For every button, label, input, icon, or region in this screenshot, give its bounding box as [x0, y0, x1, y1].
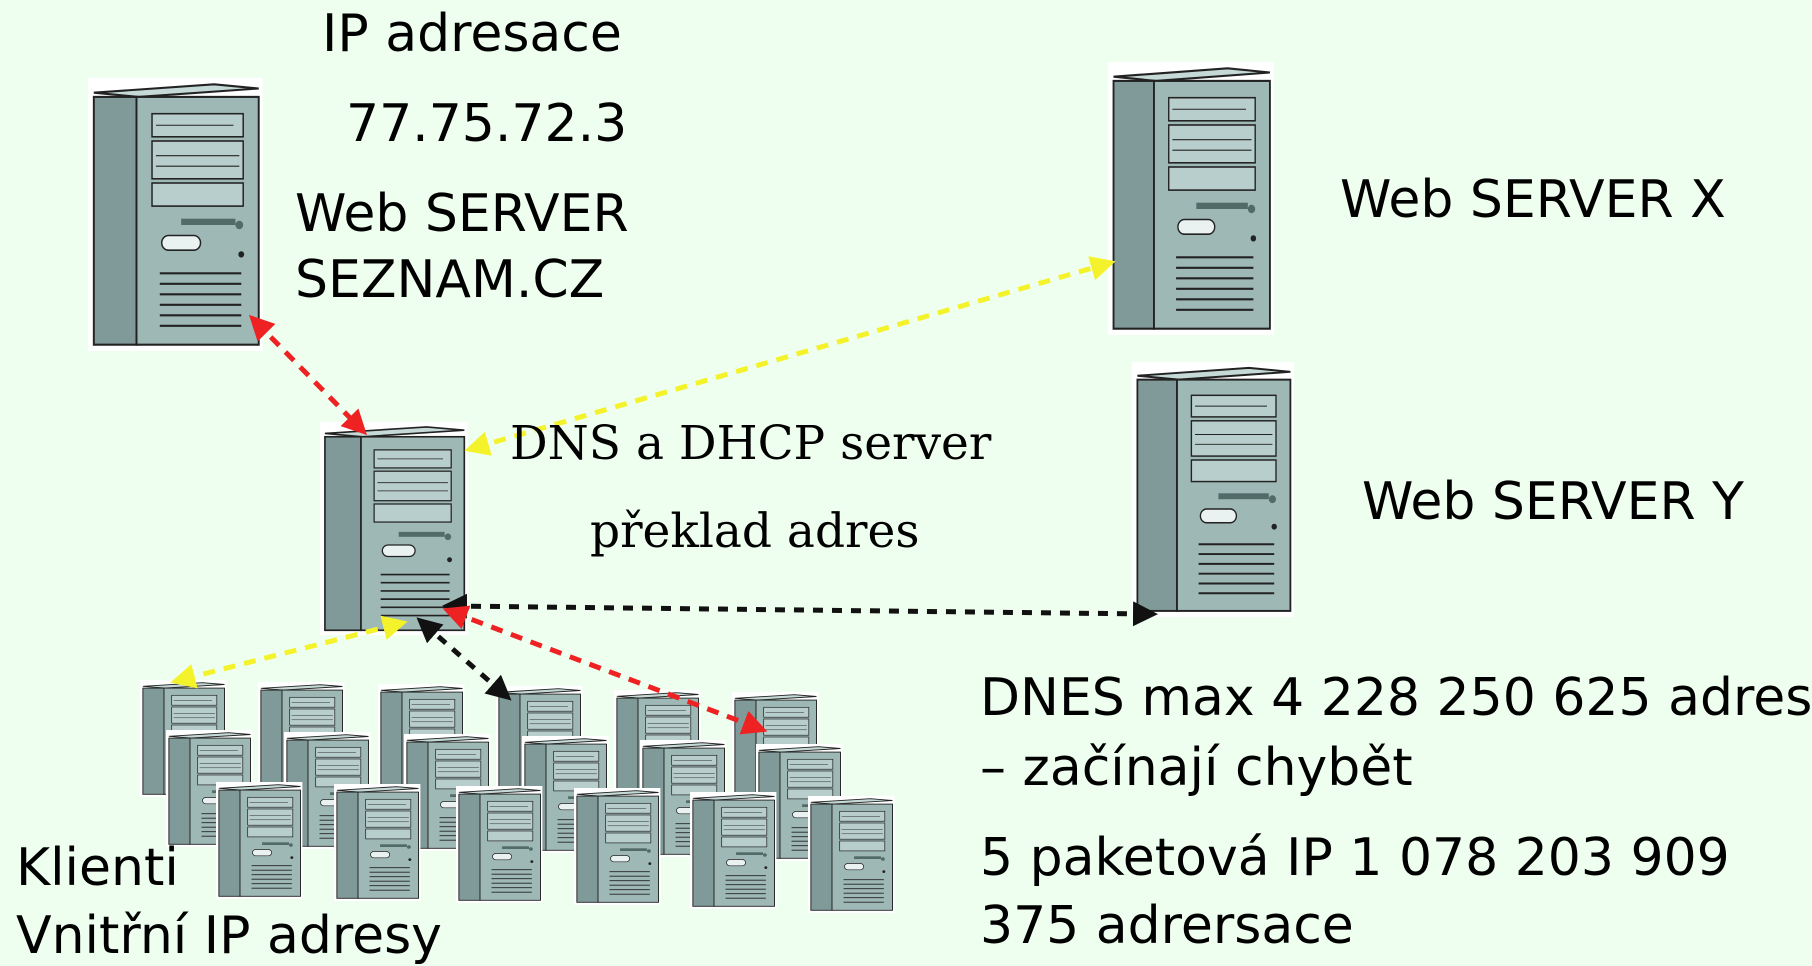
server-tower-icon: [573, 787, 661, 906]
address-translation-label: překlad adres: [590, 504, 920, 559]
packet-ip-line2: 375 adrersace: [980, 896, 1354, 956]
dns-dhcp-label: DNS a DHCP server: [510, 416, 992, 471]
server-tower-icon: [86, 76, 264, 353]
web-server-seznam-line2: SEZNAM.CZ: [295, 250, 605, 310]
today-max-line1: DNES max 4 228 250 625 adres: [980, 668, 1812, 728]
server-tower-icon: [1106, 60, 1275, 337]
clients-label: Klienti: [16, 838, 179, 898]
connector-seznam-dns: [248, 314, 368, 436]
connector-dns-server-y: [442, 593, 1158, 627]
web-server-y-label: Web SERVER Y: [1362, 472, 1744, 532]
web-server-x-label: Web SERVER X: [1340, 170, 1726, 230]
server-tower-icon: [689, 791, 777, 910]
ip-value: 77.75.72.3: [346, 94, 628, 154]
server-tower-icon: [1131, 361, 1295, 618]
today-max-line2: – začínají chybět: [980, 738, 1413, 798]
packet-ip-line1: 5 paketová IP 1 078 203 909: [980, 828, 1730, 888]
server-tower-icon: [319, 421, 469, 637]
connector-dns-client-left: [170, 615, 408, 689]
web-server-seznam-line1: Web SERVER: [295, 184, 629, 244]
internal-ip-label: Vnitřní IP adresy: [16, 906, 442, 966]
ip-title: IP adresace: [322, 4, 622, 64]
connector-dns-server-x: [464, 256, 1116, 456]
server-tower-icon: [333, 783, 421, 902]
server-tower-icon: [455, 785, 543, 904]
client-computers: [139, 679, 895, 914]
server-tower-icon: [215, 781, 303, 900]
server-tower-icon: [807, 795, 895, 914]
